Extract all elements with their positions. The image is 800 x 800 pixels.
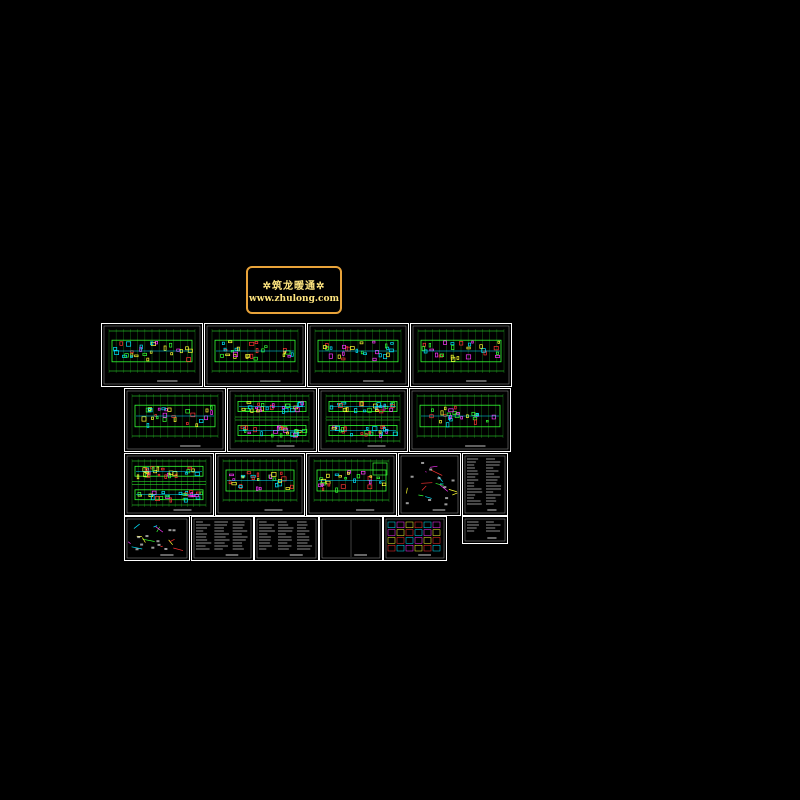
drawing-sheet-5 [124,388,226,452]
drawing-sheet-4 [410,323,512,387]
drawing-sheet-11 [306,453,397,516]
drawing-sheet-9 [124,453,214,516]
drawing-sheet-8 [409,388,511,452]
drawing-sheet-13 [462,453,508,516]
drawing-sheet-7 [318,388,408,452]
drawing-sheet-2 [204,323,306,387]
zhulong-logo: ✲筑龙暖通✲ www.zhulong.com [246,266,342,314]
logo-title: ✲筑龙暖通✲ [262,281,326,292]
drawing-sheet-1 [101,323,203,387]
drawing-sheet-6 [227,388,317,452]
drawing-sheet-19 [462,516,508,544]
drawing-sheet-16 [254,516,319,561]
logo-url: www.zhulong.com [248,294,340,304]
drawing-sheet-15 [191,516,254,561]
drawing-sheet-12 [398,453,461,516]
drawing-sheet-10 [215,453,305,516]
drawing-sheet-17 [319,516,383,561]
drawing-sheet-14 [124,516,190,561]
drawing-sheet-3 [307,323,409,387]
drawing-sheet-18 [383,516,447,561]
